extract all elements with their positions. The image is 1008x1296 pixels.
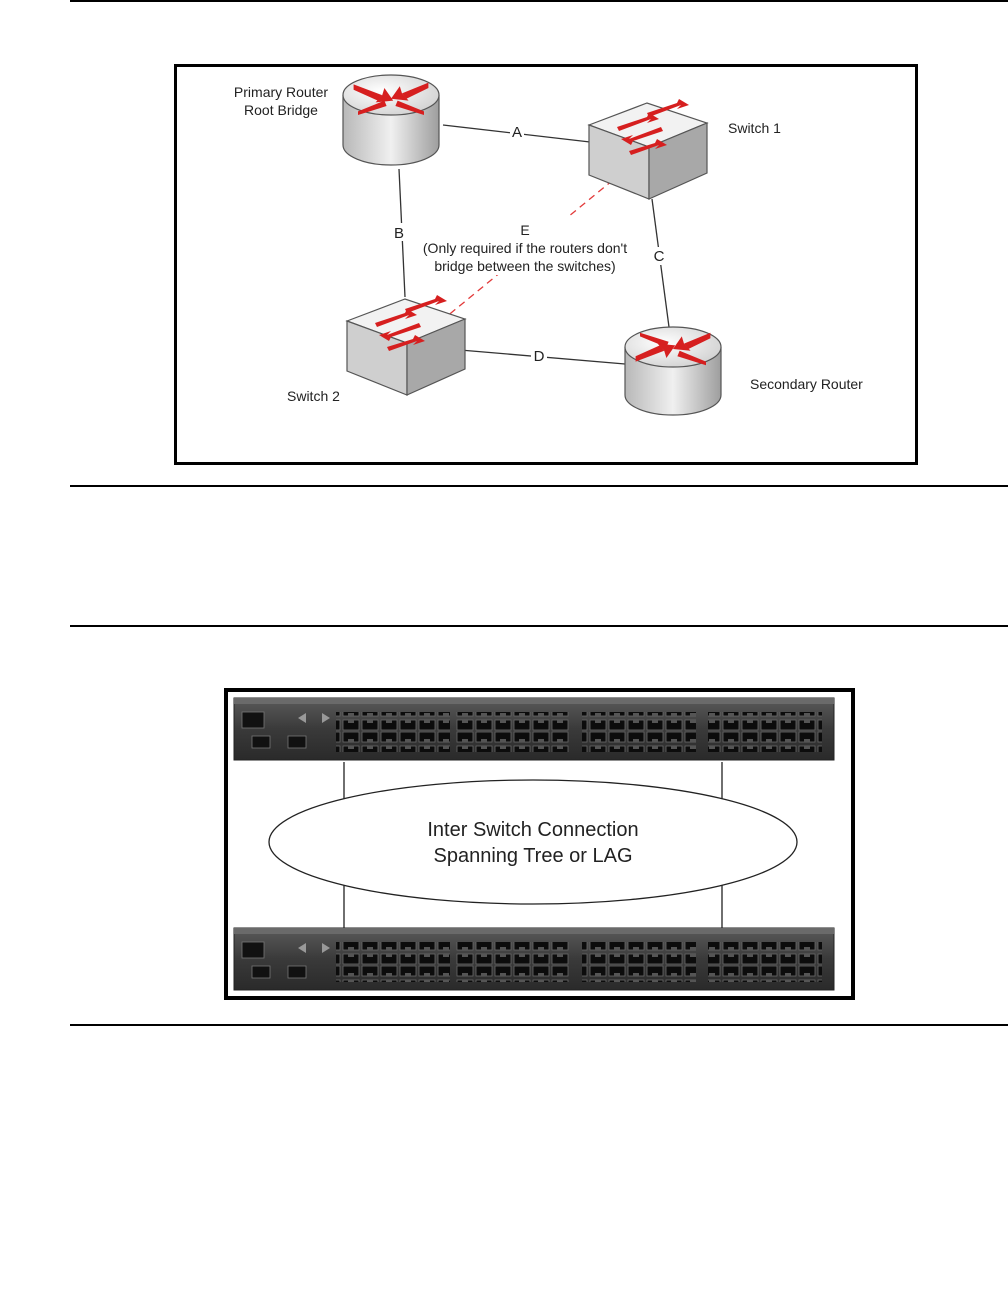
topology-diagram: A B C D E (Only required if the routers … — [174, 64, 918, 465]
inter-switch-svg: Inter Switch Connection Spanning Tree or… — [233, 697, 835, 991]
top-rule — [70, 0, 1008, 2]
secondary-router-icon — [624, 326, 722, 416]
ellipse-label-line1: Inter Switch Connection — [427, 819, 638, 841]
primary-router-icon — [342, 74, 440, 166]
switch-1-label: Switch 1 — [728, 120, 781, 136]
switch-2-label: Switch 2 — [287, 388, 340, 404]
link-c-label: C — [654, 248, 665, 265]
link-b-label: B — [394, 225, 404, 242]
link-e-label: E — [520, 222, 529, 238]
link-e-note-line1: (Only required if the routers don't — [423, 240, 627, 256]
inter-switch-ellipse — [268, 779, 798, 905]
switch-1-icon — [587, 99, 709, 200]
top-switch-icon — [233, 697, 835, 761]
rule-after-figure2 — [70, 1024, 1008, 1026]
link-a-label: A — [512, 124, 522, 141]
rule-after-figure1 — [70, 485, 1008, 487]
ellipse-label-line2: Spanning Tree or LAG — [433, 845, 632, 867]
rule-before-figure2 — [70, 625, 1008, 627]
inter-switch-diagram: Inter Switch Connection Spanning Tree or… — [224, 688, 855, 1000]
bottom-switch-icon — [233, 927, 835, 991]
link-e-note-line2: bridge between the switches) — [434, 258, 615, 274]
link-d-label: D — [534, 348, 545, 365]
primary-router-label-line1: Primary Router — [234, 84, 328, 100]
switch-2-icon — [345, 295, 467, 396]
primary-router-label-line2: Root Bridge — [244, 102, 318, 118]
topology-svg: A B C D E (Only required if the routers … — [234, 74, 863, 416]
secondary-router-label: Secondary Router — [750, 376, 863, 392]
